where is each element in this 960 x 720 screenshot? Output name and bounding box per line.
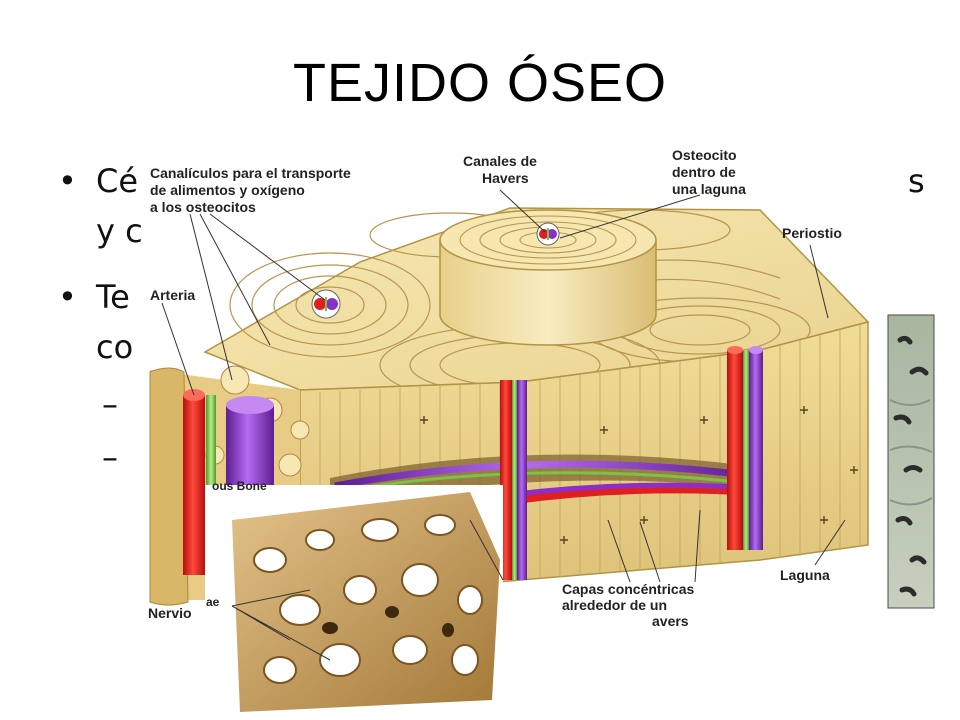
label-capas-1: Capas concéntricas: [562, 581, 694, 597]
bullet-dot: •: [58, 162, 77, 200]
havers-canal-top: [536, 222, 560, 246]
vertical-vessels-right: [727, 346, 763, 550]
bullet-2-line1: • Te: [58, 278, 130, 316]
spongy-bone-inset: [205, 485, 503, 720]
bullet-1-line1: • Cé: [58, 162, 139, 200]
sub-bullet-dash: –: [102, 438, 118, 476]
vertical-vessels-center: [500, 380, 527, 580]
sub-bullet-2: –: [102, 438, 118, 476]
bullet-1-line2: y c: [96, 212, 143, 250]
label-trabeculae-partial: ae: [206, 595, 220, 609]
label-arteria: Arteria: [150, 287, 195, 303]
label-havers-1: Canales de: [463, 153, 537, 169]
label-capas-3: avers: [652, 613, 689, 629]
havers-canal-left: [311, 289, 341, 319]
label-havers-2: Havers: [482, 170, 529, 186]
sub-bullet-dash: –: [102, 385, 118, 423]
bullet-1-end: s: [908, 162, 925, 200]
label-nervio: Nervio: [148, 605, 192, 621]
sub-bullet-1: –: [102, 385, 118, 423]
label-canaliculos-3: a los osteocitos: [150, 199, 256, 215]
label-canaliculos-2: de alimentos y oxígeno: [150, 182, 305, 198]
bullet-2-line2: co: [96, 328, 133, 366]
label-osteocito-3: una laguna: [672, 181, 746, 197]
diagram-labels: Canalículos para el transporte de alimen…: [148, 147, 842, 629]
label-laguna: Laguna: [780, 567, 830, 583]
bullet-2-line2-text: co: [96, 328, 134, 366]
label-capas-2: alrededor de un: [562, 597, 667, 613]
label-periostio: Periostio: [782, 225, 842, 241]
bullet-1-line1-end: s: [908, 162, 925, 200]
bullet-1-start: Cé: [96, 162, 139, 200]
slide-title: TEJIDO ÓSEO: [292, 53, 668, 113]
leader-lines: [161, 189, 846, 661]
label-osteocito-1: Osteocito: [672, 147, 737, 163]
bullet-dot: •: [58, 278, 77, 316]
micrograph-strip: [887, 314, 935, 609]
label-canaliculos-1: Canalículos para el transporte: [150, 165, 351, 181]
label-spongy-partial: ous Bone: [212, 479, 267, 493]
label-osteocito-2: dentro de: [672, 164, 736, 180]
bullet-2-start: Te: [96, 278, 130, 316]
bullet-1-line2-text: y c: [96, 212, 143, 250]
